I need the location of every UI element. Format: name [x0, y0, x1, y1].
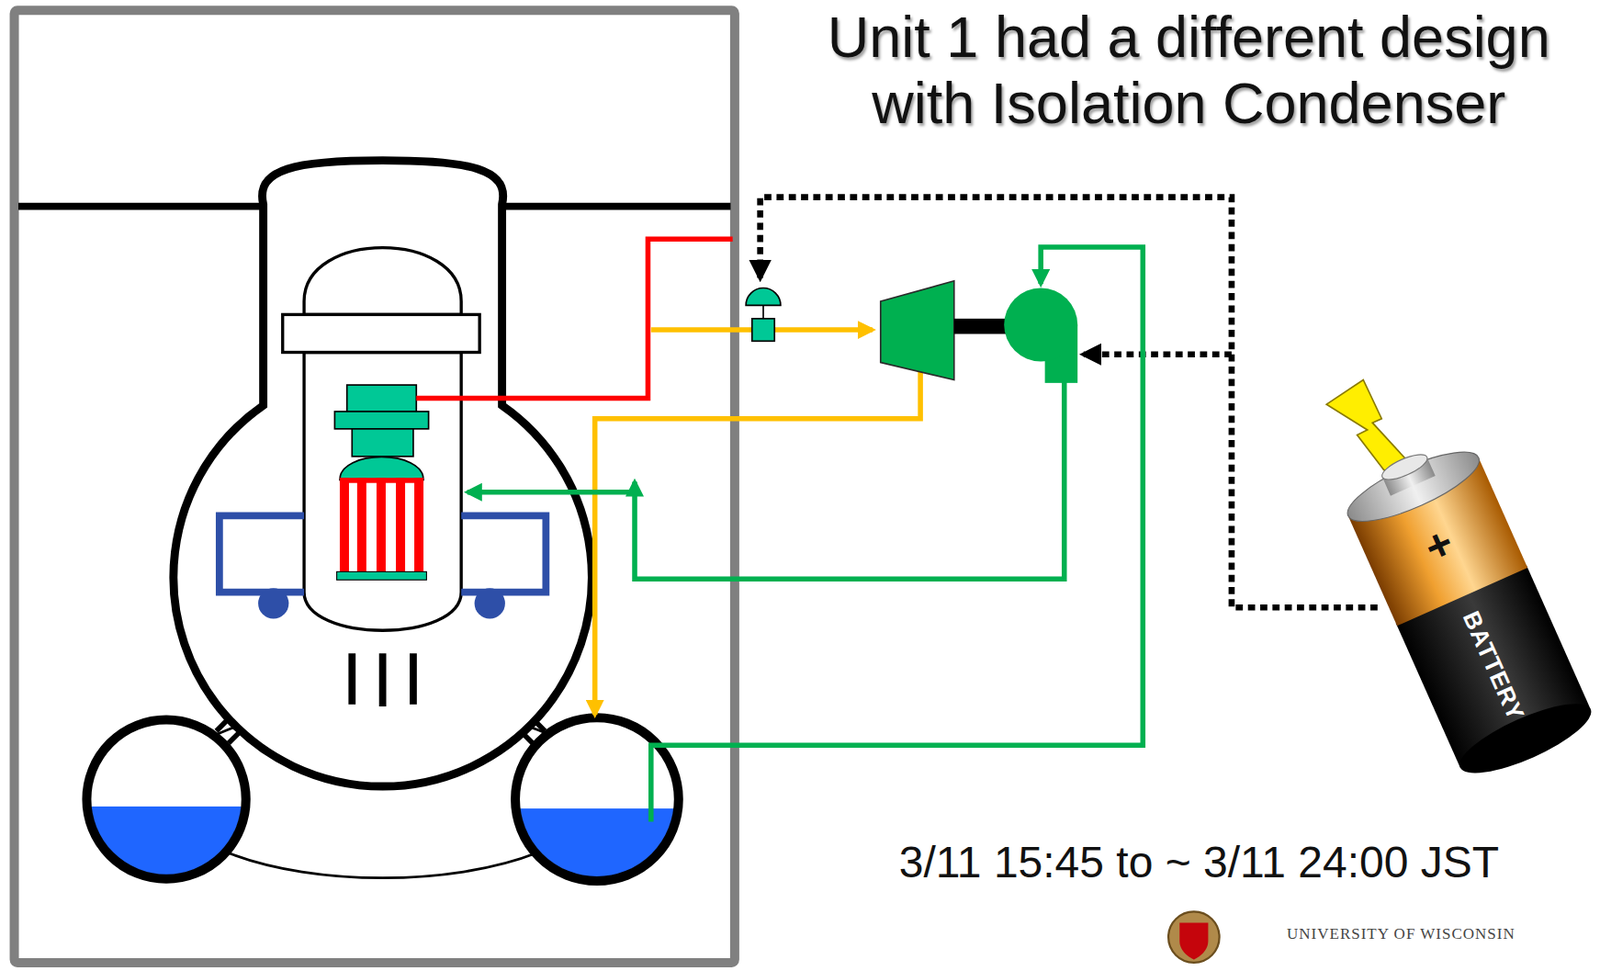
reactor-core: [414, 477, 424, 572]
steam-separator: [334, 384, 429, 480]
steam-separator: [339, 456, 424, 480]
pressure-vessel: [304, 247, 462, 316]
university-crest: [1168, 911, 1220, 963]
control-signal: [760, 197, 1378, 609]
battery-label: BATTERY: [1457, 608, 1530, 726]
valve-symbol: [752, 318, 775, 341]
recirculation-loop: [219, 515, 547, 619]
turbine-symbol: [880, 281, 955, 381]
reactor-core: [357, 477, 367, 572]
valve-symbol: [745, 288, 781, 342]
steam-separator: [351, 428, 414, 457]
reactor-core: [337, 477, 428, 580]
pump-symbol: [1003, 288, 1078, 362]
university-name: UNIVERSITY OF WISCONSIN: [1286, 925, 1516, 944]
valve-symbol: [745, 288, 781, 306]
recirculation-loop: [461, 515, 546, 592]
floor-line: [502, 202, 732, 211]
battery-terminal-sign: +: [1418, 518, 1462, 574]
reactor-core: [337, 571, 428, 580]
recirculation-loop: [258, 587, 289, 619]
reactor-building: [14, 10, 735, 963]
pressure-vessel: [282, 314, 480, 352]
battery-symbol: [1340, 439, 1488, 535]
reactor-core: [395, 477, 406, 572]
reactor-core: [376, 477, 386, 572]
drywell: [173, 160, 592, 787]
pressure-vessel: [282, 247, 480, 631]
suction-line: [651, 247, 1143, 822]
valve-symbol: [762, 304, 765, 319]
recirculation-loop: [474, 587, 506, 619]
exhaust-line: [595, 369, 921, 715]
pressure-vessel: [304, 352, 462, 631]
reactor-core: [339, 477, 424, 572]
vessel-support: [351, 653, 414, 707]
university-crest: [1179, 923, 1208, 960]
discharge-line: [634, 380, 1065, 580]
vessel-support: [379, 653, 387, 707]
floor-line: [18, 202, 264, 211]
vessel-support: [409, 653, 417, 705]
control-signal: [1083, 350, 1232, 358]
steam-separator: [334, 411, 429, 429]
reactor-core: [339, 477, 350, 572]
university-crest: [1168, 911, 1220, 963]
steam-separator: [347, 384, 417, 412]
shaft: [954, 318, 1011, 335]
battery-symbol: [1378, 450, 1431, 485]
time-range: 3/11 15:45 to ~ 3/11 24:00 JST: [899, 837, 1499, 887]
recirculation-loop: [219, 515, 305, 592]
slide-title: Unit 1 had a different design with Isola…: [793, 3, 1584, 136]
injection-line: [467, 489, 635, 496]
pump-symbol: [1003, 288, 1078, 384]
steam-line: [416, 238, 733, 398]
suppression-pool: [86, 719, 246, 879]
suppression-pool: [515, 717, 679, 881]
vessel-support: [348, 653, 356, 705]
battery-symbol: [1336, 430, 1600, 787]
